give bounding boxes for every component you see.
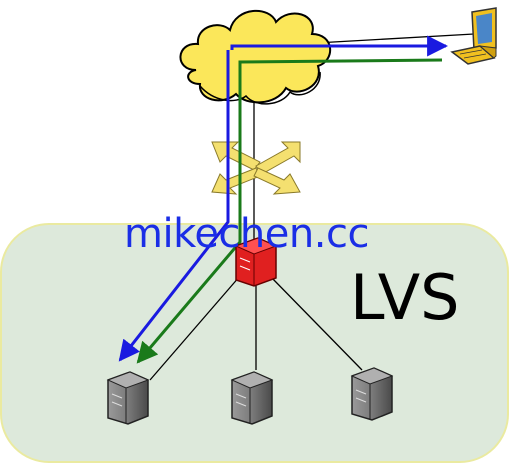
server-icon — [230, 371, 274, 425]
request-path — [118, 50, 230, 362]
server-icon — [350, 367, 394, 421]
response-path — [136, 58, 443, 364]
load-balancer-icon — [234, 237, 278, 287]
router-arrows-icon — [211, 141, 301, 195]
lvs-cluster-label: LVS — [350, 261, 460, 334]
computer-icon — [450, 7, 497, 65]
watermark-text: mikechen.cc — [124, 211, 369, 257]
server-icon — [106, 371, 150, 425]
cloud-icon — [179, 9, 332, 105]
request-path-to-client — [230, 35, 449, 57]
